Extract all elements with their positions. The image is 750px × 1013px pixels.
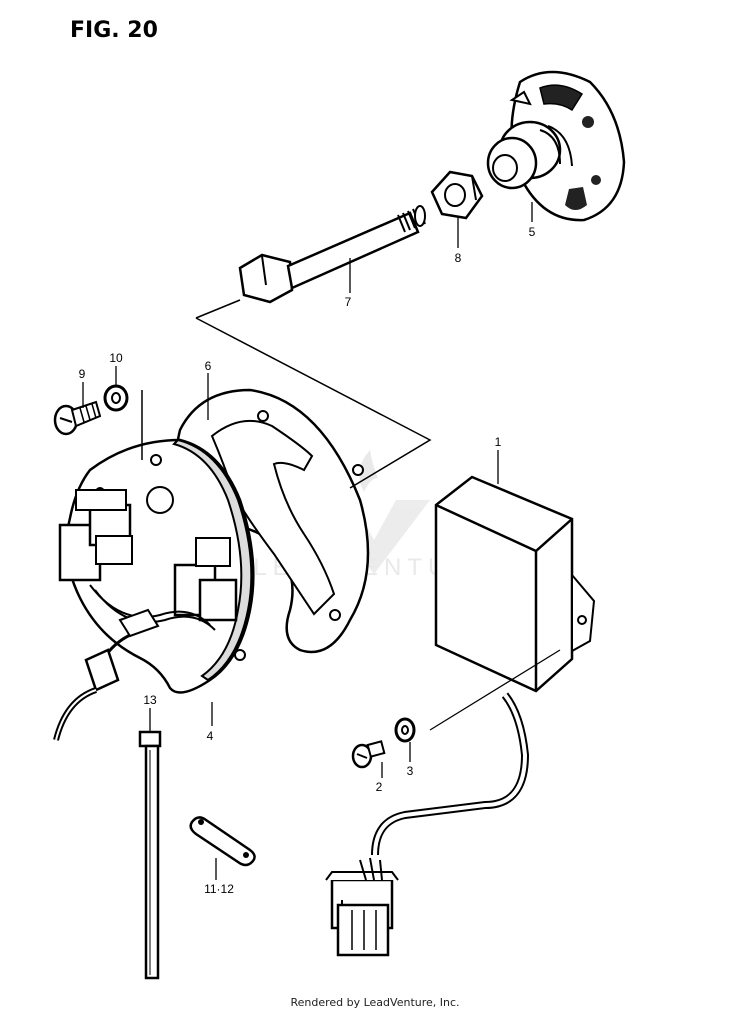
- part-9-screw: [53, 400, 102, 436]
- callout-9: 9: [79, 367, 86, 381]
- callout-4: 4: [207, 729, 214, 743]
- callout-labels: 1 2 3 4 5 6 7 8 9 10 11·12 13: [79, 225, 536, 896]
- footer-credit: Rendered by LeadVenture, Inc.: [290, 996, 460, 1009]
- part-8-nut: [430, 170, 484, 220]
- part-3-washer: [394, 717, 416, 743]
- part-6-gasket: [175, 388, 370, 654]
- callout-8: 8: [455, 251, 462, 265]
- callout-5: 5: [529, 225, 536, 239]
- part-7-bolt: [238, 205, 426, 304]
- callout-1: 1: [495, 435, 502, 449]
- callout-13: 13: [143, 693, 157, 707]
- part-11-12-clamp: [189, 816, 256, 867]
- callout-11-12: 11·12: [204, 882, 234, 896]
- part-5-rotor: [486, 70, 626, 222]
- figure-title: FIG. 20: [70, 18, 158, 43]
- part-10-washer: [103, 384, 129, 412]
- part-1-cdi-unit: [325, 475, 596, 957]
- stator-coils: [53, 489, 238, 741]
- part-13-cable-tie: [138, 730, 162, 980]
- assembly-lines: [141, 299, 561, 731]
- callout-6: 6: [205, 359, 212, 373]
- callout-10: 10: [109, 351, 123, 365]
- callout-7: 7: [345, 295, 352, 309]
- callout-2: 2: [376, 780, 383, 794]
- part-2-screw: [351, 740, 386, 769]
- leader-lines: [82, 202, 533, 880]
- callout-3: 3: [407, 764, 414, 778]
